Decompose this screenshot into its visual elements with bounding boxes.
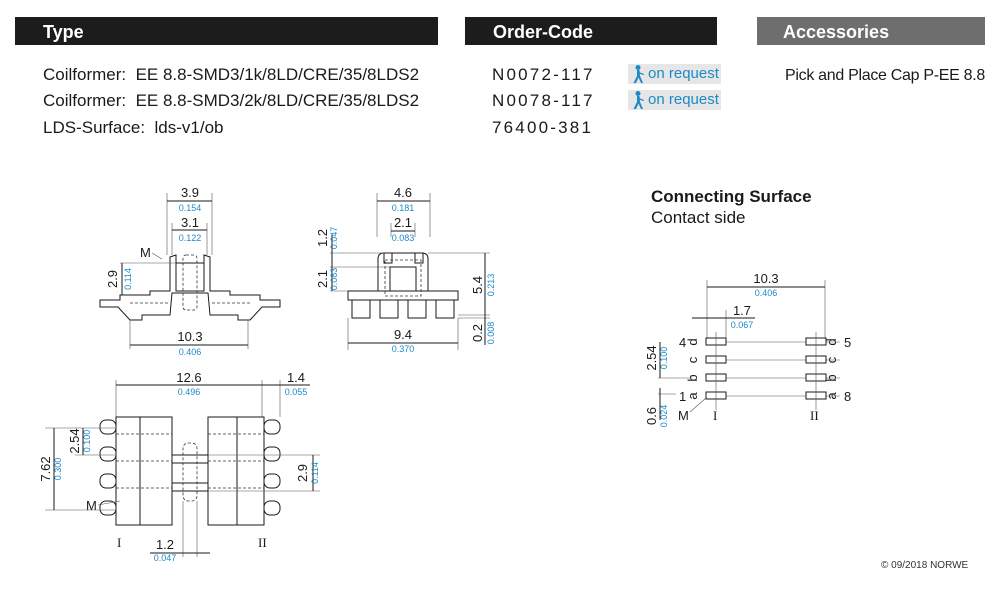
dim-width: 10.3 (753, 271, 778, 286)
dim-mid-height-in: 0.083 (329, 268, 339, 291)
dim-pitch: 2.54 (644, 345, 659, 370)
dim-slot-width-in: 0.083 (392, 233, 415, 243)
dim-base-width-in: 0.406 (179, 347, 202, 357)
connecting-surface-drawing: 10.3 0.406 1.7 0.067 4 d c b 1 a d 5 c b… (644, 271, 851, 428)
pin-number: 8 (844, 389, 851, 404)
dim-inner-width: 3.1 (181, 215, 199, 230)
dim-standoff: 0.2 (470, 324, 485, 342)
walking-person-icon (633, 65, 644, 83)
pin-number: 1 (679, 389, 686, 404)
on-request-badge[interactable]: on request (628, 90, 721, 110)
side-label-right: II (258, 535, 267, 550)
dim-height: 2.9 (105, 270, 120, 288)
dim-inner-width-in: 0.122 (179, 233, 202, 243)
dim-clip-span: 2.9 (295, 464, 310, 482)
on-request-badge[interactable]: on request (628, 64, 721, 84)
connecting-surface-title: Connecting Surface (651, 187, 812, 206)
dim-top-width: 3.9 (181, 185, 199, 200)
pin-letter: d (824, 338, 839, 345)
copyright: © 09/2018 NORWE (881, 560, 969, 571)
pin-letter: b (824, 374, 839, 381)
accessories-header-label: Accessories (783, 22, 890, 42)
pad-row (705, 355, 840, 364)
order-code[interactable]: 76400-381 (492, 118, 594, 137)
order-code-header: Order-Code (465, 17, 717, 45)
pad-row (705, 391, 840, 400)
dim-edge: 0.6 (644, 407, 659, 425)
pin-letter: a (685, 392, 700, 400)
side-view-drawing: 4.6 0.181 2.1 0.083 1.2 0.047 2.1 0.083 … (315, 185, 496, 354)
dim-top-width-in: 0.154 (179, 203, 202, 213)
dim-standoff-in: 0.008 (486, 322, 496, 345)
dim-base-width: 9.4 (394, 327, 412, 342)
dim-clip-span-in: 0.114 (310, 462, 320, 484)
order-code-header-label: Order-Code (493, 22, 594, 42)
dim-pin-width-in: 0.055 (285, 387, 308, 397)
side-label-left: I (117, 535, 121, 550)
dim-top-height-in: 0.047 (329, 227, 339, 250)
dim-pin-span: 7.62 (38, 456, 53, 481)
dim-offset-in: 0.067 (731, 320, 754, 330)
dim-top-width-in: 0.181 (392, 203, 415, 213)
dim-top-height: 1.2 (315, 229, 330, 247)
order-code[interactable]: N0072-117 (492, 65, 595, 84)
dim-offset: 1.7 (733, 303, 751, 318)
dim-pitch-in: 0.100 (82, 430, 92, 453)
connecting-surface-subtitle: Contact side (651, 208, 746, 227)
accessories-header: Accessories (757, 17, 985, 45)
pin-number: 5 (844, 335, 851, 350)
front-view-drawing: 3.9 0.154 3.1 0.122 2.9 0.114 M 10.3 0.4… (99, 185, 281, 357)
marker-m: M (86, 498, 97, 513)
dim-mid-height: 2.1 (315, 270, 330, 288)
marker-m: M (140, 245, 151, 260)
pin-letter: d (685, 338, 700, 345)
product-label: Coilformer: (43, 91, 127, 110)
walking-person-icon (633, 91, 644, 109)
dim-gap-in: 0.047 (154, 553, 177, 563)
product-label: Coilformer: (43, 65, 127, 84)
product-label: LDS-Surface: (43, 118, 146, 137)
dim-width-in: 0.406 (755, 288, 778, 298)
dim-pin-span-in: 0.300 (53, 458, 63, 481)
pin-letter: c (824, 356, 839, 363)
product-type: EE 8.8-SMD3/2k/8LD/CRE/35/8LDS2 (135, 91, 420, 110)
side-label-left: I (713, 408, 717, 423)
dim-pin-width: 1.4 (287, 370, 305, 385)
product-row: LDS-Surface: lds-v1/ob (43, 118, 223, 138)
dim-base-width-in: 0.370 (392, 344, 415, 354)
accessory-item[interactable]: Pick and Place Cap P-EE 8.8 (785, 67, 986, 84)
order-code[interactable]: N0078-117 (492, 91, 595, 110)
pin-number: 4 (679, 335, 686, 350)
dim-edge-in: 0.024 (659, 405, 669, 428)
type-header: Type (15, 17, 438, 45)
side-label-right: II (810, 408, 819, 423)
dim-span-in: 0.496 (178, 387, 201, 397)
dim-base-width: 10.3 (177, 329, 202, 344)
dim-slot-width: 2.1 (394, 215, 412, 230)
product-type: EE 8.8-SMD3/1k/8LD/CRE/35/8LDS2 (135, 65, 420, 84)
dim-gap: 1.2 (156, 537, 174, 552)
type-header-label: Type (43, 22, 84, 42)
dim-pitch: 2.54 (67, 428, 82, 453)
dim-total-height-in: 0.213 (486, 274, 496, 297)
dim-total-height: 5.4 (470, 276, 485, 294)
dim-top-width: 4.6 (394, 185, 412, 200)
product-type: lds-v1/ob (154, 118, 224, 137)
product-row: Coilformer: EE 8.8-SMD3/2k/8LD/CRE/35/8L… (43, 91, 419, 111)
pad-row (705, 373, 840, 382)
pin-letter: b (685, 374, 700, 381)
pad-row (705, 337, 840, 346)
dim-height-in: 0.114 (123, 268, 133, 290)
pin-letter: c (685, 356, 700, 363)
dim-pitch-in: 0.100 (659, 347, 669, 370)
availability-label: on request (648, 91, 719, 108)
product-row: Coilformer: EE 8.8-SMD3/1k/8LD/CRE/35/8L… (43, 65, 419, 85)
marker-m: M (678, 408, 689, 423)
dim-span: 12.6 (176, 370, 201, 385)
availability-label: on request (648, 65, 719, 82)
top-view-drawing: 12.6 0.496 1.4 0.055 7.62 0.300 2.54 0.1… (38, 370, 320, 563)
pin-letter: a (824, 392, 839, 400)
